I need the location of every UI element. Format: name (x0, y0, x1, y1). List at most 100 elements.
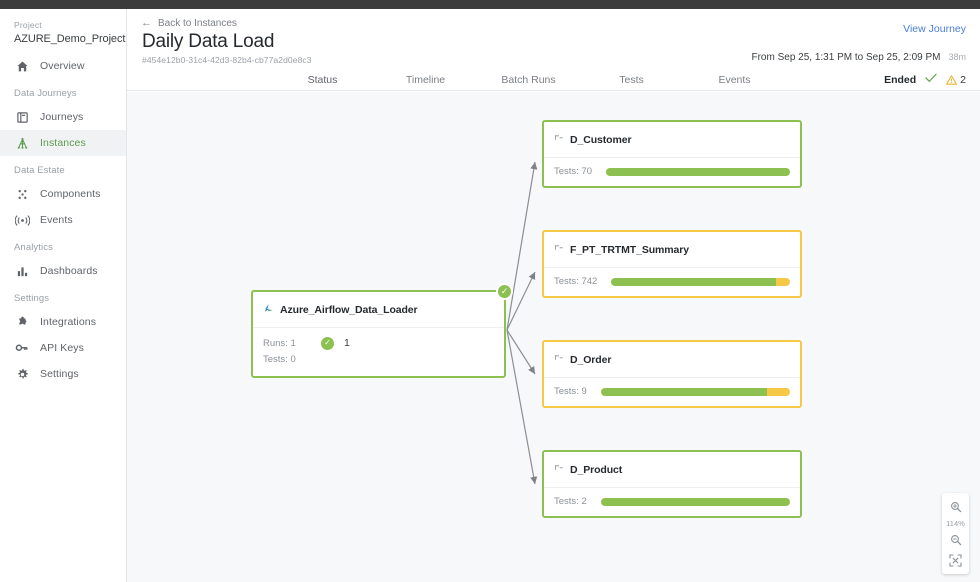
components-icon (14, 188, 30, 201)
nav-section-title-settings: Settings (14, 293, 50, 304)
project-selector[interactable]: Project AZURE_Demo_Project (0, 9, 138, 53)
edge-to-d-product (506, 329, 538, 485)
runs-row: Runs: 1 ✓ 1 (263, 335, 494, 351)
back-label: Back to Instances (158, 18, 237, 29)
airflow-icon (263, 301, 274, 319)
sidebar-item-label: Settings (40, 368, 79, 380)
key-icon (14, 342, 30, 355)
sidebar-item-settings[interactable]: Settings (0, 361, 126, 387)
tab-timeline[interactable]: Timeline (405, 74, 446, 86)
sidebar-item-label: Events (40, 214, 73, 226)
zoom-percent: 114% (946, 519, 965, 528)
test-pass-bar-fill (600, 497, 790, 506)
node-title-row: D_Customer (544, 122, 800, 158)
dataset-icon (554, 461, 564, 479)
node-body: Tests: 70 (544, 158, 800, 186)
duration-text: 38m (948, 52, 966, 62)
project-name: AZURE_Demo_Project (14, 33, 126, 45)
node-title: D_Product (570, 464, 623, 476)
back-to-instances-link[interactable]: ← Back to Instances (127, 9, 980, 30)
status-badge: Ended (884, 73, 917, 86)
node-status-check-badge-icon: ✓ (496, 283, 513, 300)
zoom-controls: 114% (942, 493, 969, 574)
node-tests-label: Tests: 9 (554, 386, 587, 397)
edge-to-f-pt-trtmt-summary (506, 271, 536, 331)
sidebar-item-integrations[interactable]: Integrations (0, 309, 126, 335)
run-status-group: Ended 2 (884, 73, 966, 86)
sidebar-item-label: Dashboards (40, 265, 98, 277)
runs-label: Runs: 1 (263, 337, 296, 349)
warning-triangle-icon (946, 74, 958, 85)
journey-graph-canvas[interactable]: Azure_Airflow_Data_Loader Runs: 1 ✓ 1 Te… (127, 92, 980, 582)
source-tests-label: Tests: 0 (263, 353, 296, 365)
sidebar-item-journeys[interactable]: Journeys (0, 104, 126, 130)
sidebar-item-label: Integrations (40, 316, 97, 328)
page-header: ← Back to Instances Daily Data Load #454… (127, 9, 980, 97)
sidebar-item-overview[interactable]: Overview (0, 53, 126, 79)
sidebar-item-dashboards[interactable]: Dashboards (0, 258, 126, 284)
source-node-title-row: Azure_Airflow_Data_Loader (253, 292, 504, 328)
project-name-row[interactable]: AZURE_Demo_Project (14, 33, 138, 45)
test-pass-bar (600, 387, 790, 396)
node-tests-label: Tests: 2 (554, 496, 587, 507)
zoom-out-icon[interactable] (947, 532, 965, 548)
nav-section-title-data-journeys: Data Journeys (14, 88, 77, 99)
puzzle-icon (14, 316, 30, 329)
warning-group: 2 (946, 74, 966, 86)
view-journey-link[interactable]: View Journey (903, 23, 966, 35)
node-title-row: D_Order (544, 342, 800, 378)
tab-underline (127, 90, 980, 91)
zoom-in-icon[interactable] (947, 499, 965, 515)
sidebar-item-label: Instances (40, 137, 86, 149)
tests-row: Tests: 0 (263, 351, 494, 367)
run-success-badge-icon: ✓ (321, 336, 334, 350)
warning-count: 2 (960, 73, 966, 86)
node-title-row: D_Product (544, 452, 800, 488)
sidebar-item-label: Journeys (40, 111, 84, 123)
dataset-icon (554, 351, 564, 369)
node-tests-label: Tests: 742 (554, 276, 598, 287)
time-range-group: From Sep 25, 1:31 PM to Sep 25, 2:09 PM … (751, 52, 966, 63)
test-pass-bar-fill (611, 277, 776, 286)
project-label: Project (14, 20, 42, 30)
node-body: Tests: 9 (544, 378, 800, 406)
sidebar-item-components[interactable]: Components (0, 181, 126, 207)
sidebar-item-api-keys[interactable]: API Keys (0, 335, 126, 361)
sidebar-item-instances[interactable]: Instances (0, 130, 126, 156)
sidebar-item-label: Components (40, 188, 101, 200)
home-icon (14, 60, 30, 73)
broadcast-icon (14, 214, 30, 227)
edge-to-d-customer (506, 161, 538, 331)
dark-top-bar (0, 0, 980, 9)
hierarchy-icon (14, 137, 30, 150)
node-title: D_Customer (570, 134, 632, 146)
check-icon (925, 73, 937, 86)
nav-section-title-analytics: Analytics (14, 242, 53, 253)
sidebar-item-label: API Keys (40, 342, 84, 354)
tab-batch-runs[interactable]: Batch Runs (501, 74, 556, 86)
time-range-text: From Sep 25, 1:31 PM to Sep 25, 2:09 PM (751, 52, 941, 63)
fit-screen-icon[interactable] (947, 552, 965, 568)
node-azure-airflow-data-loader[interactable]: Azure_Airflow_Data_Loader Runs: 1 ✓ 1 Te… (251, 283, 513, 378)
node-body: Tests: 2 (544, 488, 800, 516)
tab-tests[interactable]: Tests (619, 74, 644, 86)
nav-section-title-data-estate: Data Estate (14, 165, 65, 176)
dataset-icon (554, 241, 564, 259)
tab-events[interactable]: Events (718, 74, 751, 86)
node-title: F_PT_TRTMT_Summary (570, 244, 689, 256)
test-pass-bar (611, 277, 790, 286)
graph-edges (506, 161, 538, 485)
sidebar-item-events[interactable]: Events (0, 207, 126, 233)
test-pass-bar (606, 167, 790, 176)
bar-chart-icon (14, 265, 30, 278)
edge-to-d-order (506, 329, 536, 375)
node-tests-label: Tests: 70 (554, 166, 593, 177)
